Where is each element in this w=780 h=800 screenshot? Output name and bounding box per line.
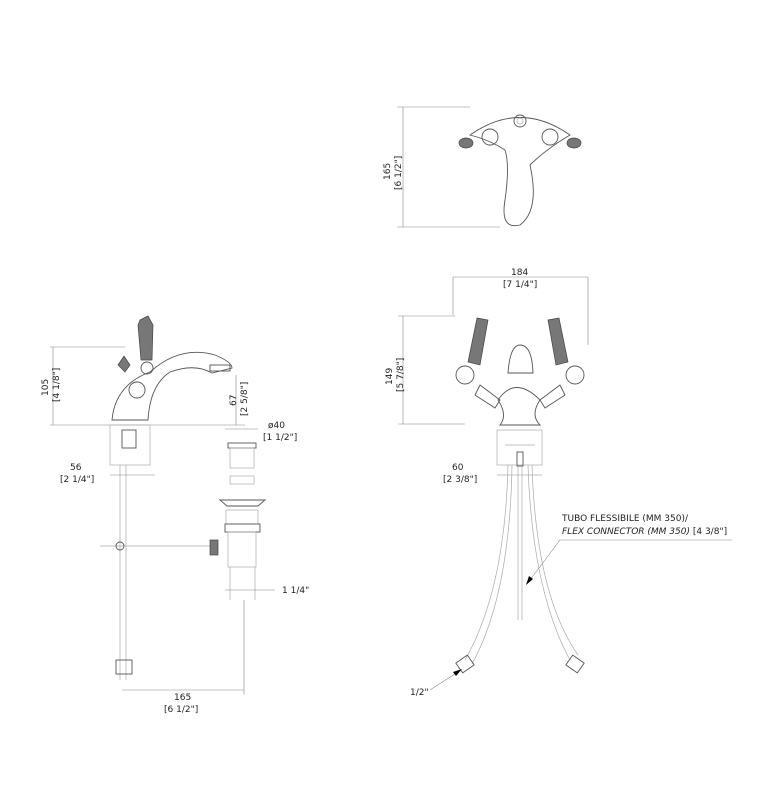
top-height-mm: 165 <box>383 163 393 180</box>
front-width-mm: 184 <box>511 268 528 278</box>
side-height-in: [4 1/8"] <box>52 368 62 402</box>
top-height-in: [6 1/2"] <box>394 156 404 190</box>
drain-diameter-in: [1 1/2"] <box>263 433 297 443</box>
side-base-mm: 56 <box>70 463 82 473</box>
side-height-mm: 105 <box>41 379 51 396</box>
rod-length-in: [6 1/2"] <box>164 705 198 715</box>
flex-label-it: TUBO FLESSIBILE (MM 350)/ <box>561 514 689 524</box>
drain-outlet-size: 1 1/4" <box>282 586 309 596</box>
side-base-in: [2 1/4"] <box>60 475 94 485</box>
flex-label-en-line: FLEX CONNECTOR (MM 350) [4 3/8"] <box>562 527 727 537</box>
front-base-in: [2 3/8"] <box>443 475 477 485</box>
connector-size: 1/2" <box>410 688 429 698</box>
spout-height-in: [2 5/8"] <box>240 382 250 416</box>
drain-diameter-mm: ø40 <box>268 421 285 431</box>
front-base-mm: 60 <box>452 463 464 473</box>
spout-height-mm: 67 <box>229 395 239 406</box>
flex-label-en: FLEX CONNECTOR (MM 350) <box>562 527 690 537</box>
top-view: 165 [6 1/2"] <box>383 106 582 228</box>
flex-label-in: [4 3/8"] <box>690 527 727 537</box>
side-view: 105 [4 1/8"] 67 [2 5/8"] 56 [2 1/4"] ø40… <box>41 315 309 715</box>
front-height-mm: 149 <box>385 368 395 385</box>
front-view: 184 [7 1/4"] 149 [5 7/8"] 60 [2 3/8"] TU… <box>385 268 732 698</box>
front-width-in: [7 1/4"] <box>503 280 537 290</box>
rod-length-mm: 165 <box>174 693 191 703</box>
front-height-in: [5 7/8"] <box>396 358 406 392</box>
